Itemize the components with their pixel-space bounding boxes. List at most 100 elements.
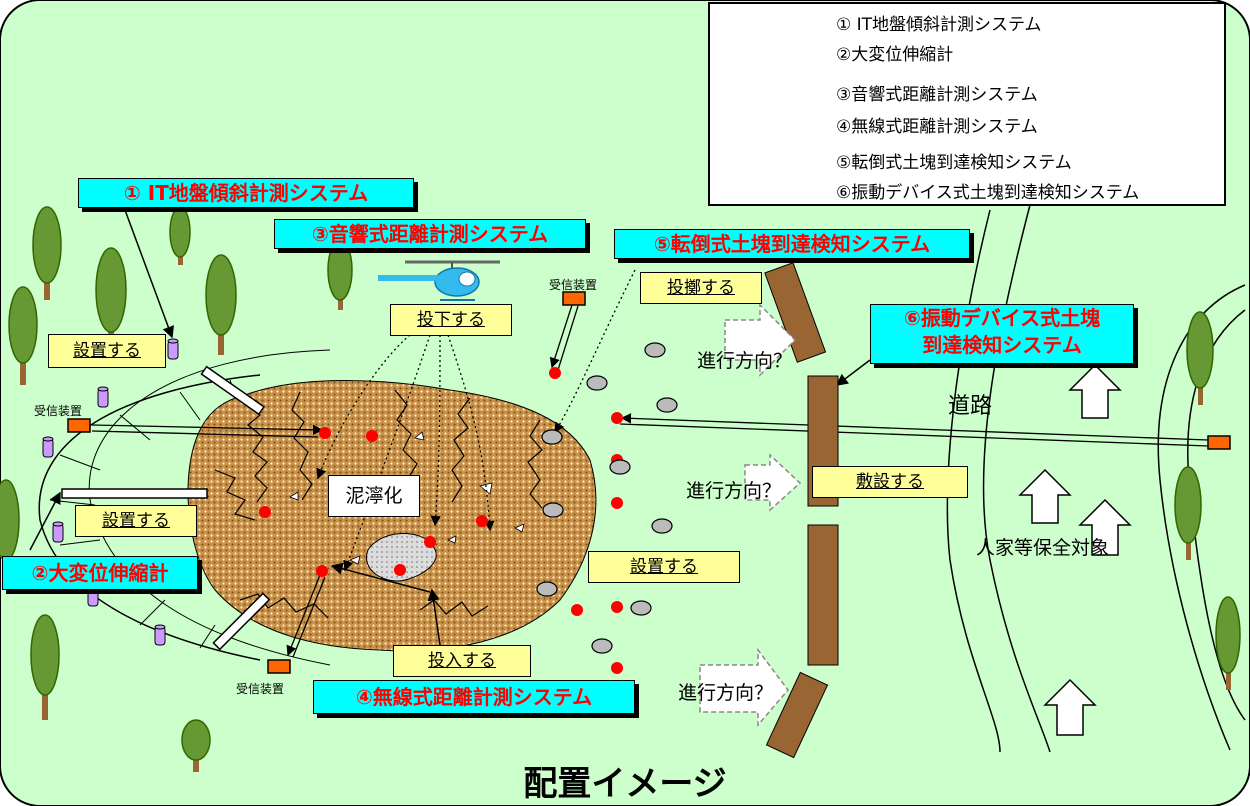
red-dot-icon — [571, 604, 583, 616]
pointer-arrows — [29, 209, 871, 646]
slope-outline-2 — [88, 349, 331, 666]
label-deinei: 泥濘化 — [328, 475, 420, 517]
label-tounyu: 投入する — [393, 645, 531, 677]
callout-acoustic: ③音響式距離計測システム — [274, 219, 586, 249]
red-dot-icon — [611, 662, 623, 674]
tree-icon — [1215, 596, 1241, 690]
label-direction: 進行方向？ — [686, 480, 782, 502]
legend-label: ① IT地盤傾斜計測システム — [836, 15, 1042, 35]
legend-label: ③音響式距離計測システム — [836, 85, 1038, 105]
cylinder-icon — [97, 386, 109, 408]
label-fusetsu: 敷設する — [812, 466, 968, 498]
label-receiver: 受信装置 — [34, 404, 83, 418]
arrow-icon — [699, 647, 789, 728]
red-dot-icon — [366, 430, 378, 442]
vibration-devices — [764, 262, 839, 759]
label-receiver: 受信装置 — [549, 278, 598, 292]
tipping-sensors — [536, 342, 678, 654]
red-dot-icon — [611, 497, 623, 509]
label-touteki: 投擲する — [640, 272, 762, 304]
label-setti-left: 設置する — [48, 334, 166, 368]
callout-vibration: ⑥振動デバイス式土塊 到達検知システム — [870, 304, 1134, 364]
label-touka: 投下する — [390, 304, 512, 336]
stone-icon — [656, 397, 678, 413]
legend-label: ④無線式距離計測システム — [836, 117, 1038, 137]
extensometer-bars — [61, 365, 271, 651]
stone-icon — [591, 638, 613, 654]
callout-tipping: ⑤転倒式土塊到達検知システム — [614, 229, 970, 259]
tree-icon — [181, 719, 211, 772]
house-icon — [1068, 363, 1122, 419]
receiver-icon — [67, 418, 91, 433]
houses — [1018, 363, 1132, 736]
red-dot-icon — [476, 515, 488, 527]
stone-icon — [644, 342, 666, 358]
stone-icon — [651, 518, 673, 534]
arrow-icon — [744, 453, 802, 512]
legend: ① IT地盤傾斜計測システム ②大変位伸縮計 ③音響式距離計測システム ④無線式… — [708, 2, 1226, 206]
label-setti-bottom: 設置する — [588, 551, 740, 583]
brown-bar-icon — [764, 262, 827, 363]
label-direction: 進行方向？ — [697, 350, 793, 372]
tree-icon — [205, 254, 237, 355]
red-dot-icon — [611, 412, 623, 424]
legend-label: ⑤転倒式土塊到達検知システム — [836, 153, 1072, 173]
bar-icon — [212, 592, 271, 651]
brown-bar-icon — [765, 671, 829, 759]
stone-icon — [630, 600, 652, 616]
tree-icon — [1174, 466, 1202, 560]
tree-icon — [8, 286, 38, 385]
tree-icon — [32, 206, 62, 300]
callout-extensometer: ②大変位伸縮計 — [2, 556, 198, 590]
brown-bar-icon — [807, 524, 839, 666]
tree-icon — [1186, 311, 1214, 405]
cylinder-icon — [154, 624, 166, 646]
mud-zone — [366, 533, 437, 582]
red-dot-icon — [424, 536, 436, 548]
legend-label: ⑥振動デバイス式土塊到達検知システム — [836, 183, 1140, 203]
callout-line: 到達検知システム — [922, 333, 1082, 357]
stone-icon — [536, 581, 558, 597]
receiver-icon — [562, 291, 586, 306]
debris-fragments — [289, 431, 525, 565]
receivers — [67, 291, 1231, 674]
label-receiver: 受信装置 — [236, 682, 285, 696]
cylinder-icon — [167, 338, 179, 360]
stone-icon — [586, 375, 608, 391]
callout-radio: ④無線式距離計測システム — [313, 680, 635, 714]
ground-sensors — [42, 338, 179, 646]
stone-icon — [609, 459, 631, 475]
slope-outline — [38, 374, 261, 661]
red-dot-icon — [316, 565, 328, 577]
label-setti-mid: 設置する — [75, 505, 197, 537]
legend-label: ②大変位伸縮計 — [836, 45, 954, 65]
house-icon — [1043, 678, 1097, 736]
receiver-icon — [267, 659, 291, 674]
drop-trajectories — [316, 269, 636, 572]
red-dot-icon — [611, 601, 623, 613]
callout-it-sensor: ① IT地盤傾斜計測システム — [78, 178, 414, 208]
bar-icon — [200, 365, 266, 416]
cylinder-icon — [52, 521, 64, 543]
arrow-icon — [724, 303, 797, 377]
callout-line: ⑥振動デバイス式土塊 — [903, 306, 1101, 330]
red-dot-icon — [394, 564, 406, 576]
red-dot-icon — [259, 506, 271, 518]
house-icon — [1078, 498, 1132, 556]
red-dot-icon — [549, 367, 561, 379]
label-direction: 進行方向？ — [678, 682, 774, 704]
direction-arrows — [699, 303, 802, 728]
helicopter-icon — [378, 260, 500, 301]
house-icon — [1018, 468, 1072, 524]
red-dot-icon — [319, 427, 331, 439]
signal-lines — [91, 304, 1209, 658]
label-houses: 人家等保全対象 — [976, 537, 1110, 559]
cylinder-icon — [42, 436, 54, 458]
stone-icon — [541, 429, 563, 445]
receiver-icon — [1207, 435, 1231, 450]
tree-icon — [30, 614, 60, 720]
stone-icon — [542, 502, 564, 518]
label-road: 道路 — [948, 394, 993, 419]
diagram-title: 配置イメージ — [523, 764, 727, 804]
